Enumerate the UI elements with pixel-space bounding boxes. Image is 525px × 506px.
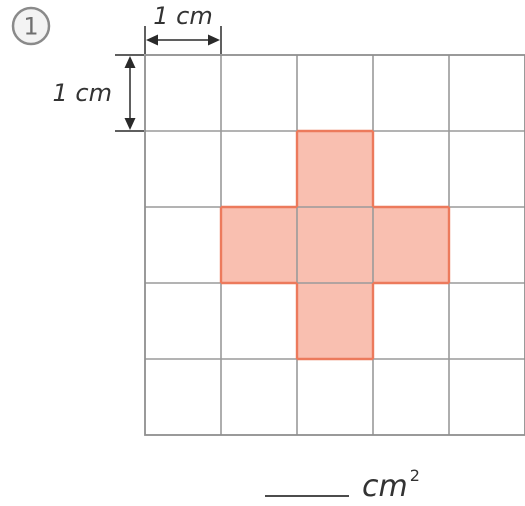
problem-number: 1	[23, 13, 38, 41]
shaded-cell	[297, 283, 373, 359]
shaded-cell	[373, 207, 449, 283]
vertical-dimension-label: 1 cm	[53, 79, 112, 107]
problem-number-badge: 1	[11, 6, 51, 46]
arrow-up-icon	[124, 56, 136, 68]
shaded-cells	[221, 131, 449, 359]
area-unit: cm	[362, 469, 408, 504]
area-unit-exponent: 2	[410, 466, 420, 485]
arrow-right-icon	[208, 34, 220, 46]
horizontal-dimension: 1 cm	[144, 2, 222, 54]
horizontal-dimension-label: 1 cm	[153, 2, 212, 30]
shaded-cell	[221, 207, 297, 283]
shaded-cell	[297, 207, 373, 283]
grid-border	[144, 54, 525, 436]
cross-shape-outline	[219, 129, 451, 361]
square-grid	[144, 54, 525, 436]
vertical-dimension: 1 cm	[53, 54, 144, 132]
arrow-down-icon	[124, 118, 136, 130]
arrow-left-icon	[146, 34, 158, 46]
shaded-cell	[297, 131, 373, 207]
problem-number-circle	[11, 6, 51, 46]
